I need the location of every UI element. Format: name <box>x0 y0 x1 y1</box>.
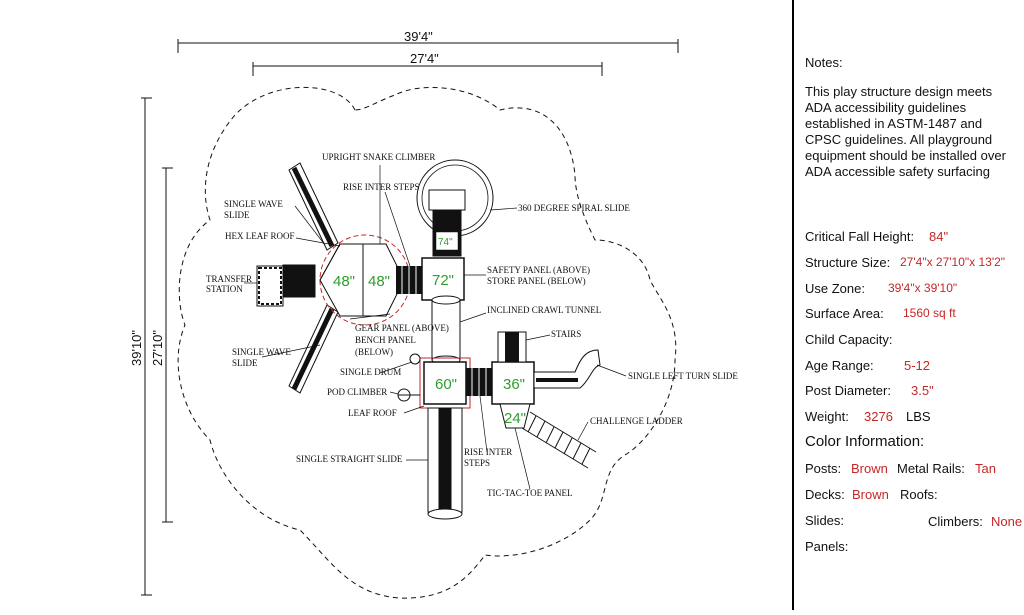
label-rise-inter-steps-bottom-2: STEPS <box>464 458 490 468</box>
use-zone-label: Use Zone: <box>805 281 865 296</box>
surface-area-value: 1560 sq ft <box>903 306 956 320</box>
decks-value: Brown <box>852 487 889 502</box>
decks-label: Decks: <box>805 487 845 502</box>
deck-height-bottom-right: 36" <box>503 376 525 393</box>
single-drum <box>409 353 421 365</box>
rise-inter-steps-upper <box>396 266 422 294</box>
label-transfer-station-2: STATION <box>206 284 243 294</box>
weight-value: 3276 <box>864 409 893 424</box>
metal-rails-value: Tan <box>975 461 996 476</box>
climbers-label: Climbers: <box>928 514 983 529</box>
transfer-station <box>256 264 316 307</box>
post-diameter-value: 3.5" <box>911 383 934 398</box>
label-single-wave-slide-top-1: SINGLE WAVE <box>224 199 283 209</box>
posts-value: Brown <box>851 461 888 476</box>
posts-label: Posts: <box>805 461 842 476</box>
climbers-value: None <box>991 514 1023 529</box>
roofs-label: Roofs: <box>900 487 938 502</box>
label-inclined-crawl-tunnel: INCLINED CRAWL TUNNEL <box>487 305 601 315</box>
label-single-drum: SINGLE DRUM <box>340 367 401 377</box>
age-range-value: 5-12 <box>904 358 931 373</box>
color-information-heading: Color Information: <box>805 433 925 450</box>
playground-plan-drawing: 39'4" 27'4" 39'10" 27'10" 48" 48" 72" <box>129 29 738 599</box>
single-left-turn-slide <box>533 349 601 389</box>
use-zone-boundary <box>177 86 677 599</box>
critical-fall-height-value: 84" <box>929 229 949 244</box>
hex-deck <box>319 234 411 326</box>
label-challenge-ladder: CHALLENGE LADDER <box>590 416 683 426</box>
label-single-wave-slide-bottom-1: SINGLE WAVE <box>232 347 291 357</box>
plan-drawing-area: 39'4" 27'4" 39'10" 27'10" 48" 48" 72" <box>129 29 738 599</box>
label-gear-panel-1: GEAR PANEL (ABOVE) <box>355 323 449 333</box>
label-gear-panel-3: (BELOW) <box>355 347 393 357</box>
single-wave-slide-upper <box>288 162 339 251</box>
deck-height-bottom-left: 60" <box>435 376 457 393</box>
single-straight-slide <box>427 407 463 520</box>
challenge-ladder <box>521 411 597 469</box>
rise-inter-steps-lower <box>466 368 492 396</box>
structure-size-value: 27'4"x 27'10"x 13'2" <box>900 255 1006 269</box>
label-pod-climber: POD CLIMBER <box>327 387 387 397</box>
deck-height-bottom-step: 24" <box>504 410 526 427</box>
surface-area-label: Surface Area: <box>805 306 884 321</box>
label-tic-tac-toe-panel: TIC-TAC-TOE PANEL <box>487 488 573 498</box>
metal-rails-label: Metal Rails: <box>897 461 965 476</box>
notes-paragraph: This play structure design meets ADA acc… <box>805 84 1006 179</box>
label-upright-snake-climber: UPRIGHT SNAKE CLIMBER <box>322 152 435 162</box>
slides-label: Slides: <box>805 513 845 528</box>
critical-fall-height-label: Critical Fall Height: <box>805 229 915 244</box>
label-stairs: STAIRS <box>551 329 581 339</box>
label-transfer-station-1: TRANSFER <box>206 274 252 284</box>
label-gear-panel-2: BENCH PANEL <box>355 335 416 345</box>
post-diameter-label: Post Diameter: <box>805 383 891 398</box>
deck-height-hex-left: 48" <box>333 273 355 290</box>
notes-panel: Notes: This play structure design meets … <box>794 0 1024 610</box>
label-rise-inter-steps-bottom-1: RISE INTER <box>464 447 512 457</box>
label-spiral-slide: 360 DEGREE SPIRAL SLIDE <box>518 203 630 213</box>
child-capacity-label: Child Capacity: <box>805 332 893 347</box>
notes-heading: Notes: <box>805 55 843 70</box>
label-rise-inter-steps-top: RISE INTER STEPS <box>343 182 420 192</box>
dimension-lines <box>141 39 679 596</box>
structure-size-label: Structure Size: <box>805 255 891 270</box>
label-single-straight-slide: SINGLE STRAIGHT SLIDE <box>296 454 403 464</box>
vertical-divider <box>792 0 794 610</box>
dim-left-inner: 27'10" <box>150 330 165 366</box>
label-leaf-roof: LEAF ROOF <box>348 408 397 418</box>
single-wave-slide-lower <box>288 304 339 394</box>
age-range-label: Age Range: <box>805 358 874 373</box>
panels-label: Panels: <box>805 539 849 554</box>
label-hex-leaf-roof: HEX LEAF ROOF <box>225 231 295 241</box>
leader-lines <box>244 165 627 490</box>
deck-height-top-center: 72" <box>432 272 454 289</box>
label-single-wave-slide-bottom-2: SLIDE <box>232 358 258 368</box>
weight-label: Weight: <box>805 409 849 424</box>
deck-height-hex-right: 48" <box>368 273 390 290</box>
pod-climber <box>397 388 420 402</box>
weight-unit: LBS <box>906 409 931 424</box>
use-zone-value: 39'4"x 39'10" <box>888 281 958 295</box>
label-single-wave-slide-top-2: SLIDE <box>224 210 250 220</box>
label-single-left-turn-slide: SINGLE LEFT TURN SLIDE <box>628 371 738 381</box>
dim-left-outer: 39'10" <box>129 330 144 366</box>
stairs <box>497 331 527 363</box>
label-safety-panel-2: STORE PANEL (BELOW) <box>487 276 586 286</box>
deck-height-spiral: 74" <box>438 237 453 248</box>
label-safety-panel-1: SAFETY PANEL (ABOVE) <box>487 265 590 275</box>
dim-top-outer: 39'4" <box>404 29 433 44</box>
dim-top-inner: 27'4" <box>410 51 439 66</box>
spiral-slide <box>416 159 494 257</box>
deck-24 <box>499 403 531 429</box>
